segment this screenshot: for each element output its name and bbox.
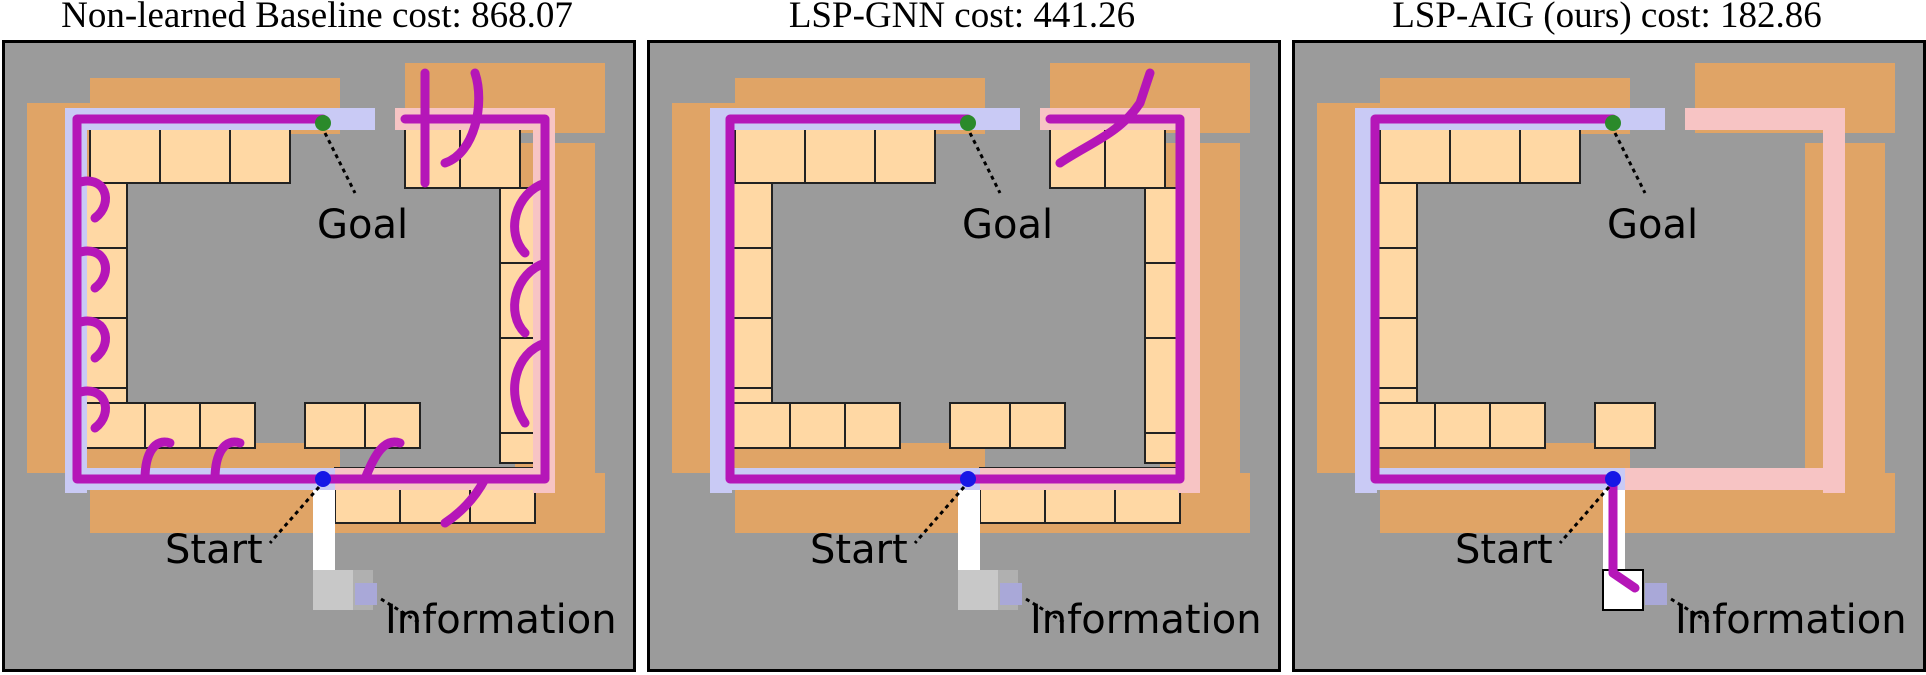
start-marker (960, 471, 976, 487)
map-gnn: Goal Start Information (672, 63, 1262, 643)
trajectory (725, 68, 1185, 484)
rooms (729, 117, 1194, 524)
information-label: Information (385, 597, 617, 643)
leader-lines (1558, 132, 1711, 625)
hallways (710, 108, 1200, 610)
trajectory (72, 68, 550, 528)
map-panel-baseline: Goal Start Information (2, 40, 636, 672)
map-baseline: Goal Start Information (27, 63, 617, 643)
information-label: Information (1030, 597, 1262, 643)
leader-lines (268, 132, 421, 625)
goal-label: Goal (317, 202, 408, 248)
start-label: Start (165, 527, 263, 573)
information-label: Information (1675, 597, 1907, 643)
map-panel-aig: Goal Start Information (1292, 40, 1926, 672)
start-marker (1605, 471, 1621, 487)
goal-marker (1605, 115, 1621, 131)
start-marker (315, 471, 331, 487)
panel-title-gnn: LSP-GNN cost: 441.26 (788, 0, 1136, 36)
goal-marker (315, 115, 331, 131)
trajectory (1370, 114, 1640, 593)
start-label: Start (810, 527, 908, 573)
map-panel-gnn: Goal Start Information (647, 40, 1281, 672)
rooms (1374, 117, 1656, 449)
goal-marker (960, 115, 976, 131)
goal-label: Goal (1607, 202, 1698, 248)
leader-lines (913, 132, 1066, 625)
panel-title-baseline: Non-learned Baseline cost: 868.07 (61, 0, 573, 36)
panel-title-aig: LSP-AIG (ours) cost: 182.86 (1392, 0, 1822, 36)
start-label: Start (1455, 527, 1553, 573)
map-aig: Goal Start Information (1317, 63, 1907, 643)
goal-label: Goal (962, 202, 1053, 248)
